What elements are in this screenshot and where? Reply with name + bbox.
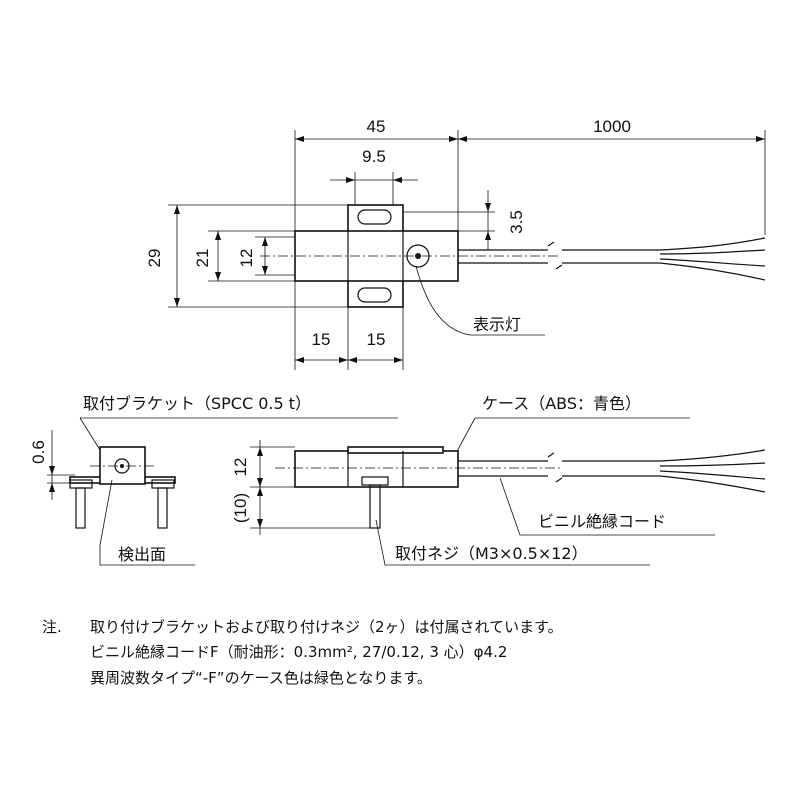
dim-side-12: 12 [231,458,250,477]
vinyl-cord-leader [499,477,715,536]
mount-screw-label: 取付ネジ（M3×0.5×12） [395,544,588,563]
dim-1000: 1000 [593,117,631,136]
dim-21: 21 [193,249,212,268]
dim-side-10: (10) [231,493,250,523]
dim-12: 12 [237,249,256,268]
detection-face-label: 検出面 [118,545,166,564]
upper-slot [357,209,392,225]
case-callout: ケース（ABS：青色） [454,394,690,456]
end-screw-left [75,487,86,529]
dim-45: 45 [367,117,386,136]
dim-29: 29 [145,249,164,268]
bracket-label: 取付ブラケット（SPCC 0.5 t） [83,394,311,413]
lower-slot [357,287,392,303]
indicator-label: 表示灯 [473,315,521,334]
screw-leader [375,519,650,566]
detection-leader [99,479,195,566]
note-prefix: 注. [42,618,62,636]
dim-9-5: 9.5 [362,147,386,166]
note-line-2: ビニル絶縁コードF（耐油形：0.3mm², 27/0.12, 3 心）φ4.2 [90,643,507,661]
dim-15-right: 15 [367,330,386,349]
side-bracket-top [347,446,444,454]
top-view: 45 1000 9.5 [145,117,766,370]
dim-3-5: 3.5 [507,210,526,234]
side-body [294,450,459,488]
dim-0-6: 0.6 [29,440,48,464]
vinyl-cord-label: ビニル絶縁コード [538,512,666,531]
case-label: ケース（ABS：青色） [482,394,641,413]
dim-15-left: 15 [312,330,331,349]
notes-block: 注. 取り付けブラケットおよび取り付けネジ（2ヶ）は付属されています。 ビニル絶… [42,618,563,687]
end-view: 0.6 検出面 [29,430,195,566]
side-view: 12 (10) ビニル絶縁コード 取付ネジ（M3×0.5×12） [231,440,766,566]
bracket-callout: 取付ブラケット（SPCC 0.5 t） [79,394,398,451]
indicator-leader [415,265,545,336]
note-line-3: 異周波数タイプ“-F”のケース色は緑色となります。 [90,669,432,687]
side-screw [369,484,381,529]
note-line-1: 取り付けブラケットおよび取り付けネジ（2ヶ）は付属されています。 [90,618,563,636]
end-screw-right [157,487,168,529]
